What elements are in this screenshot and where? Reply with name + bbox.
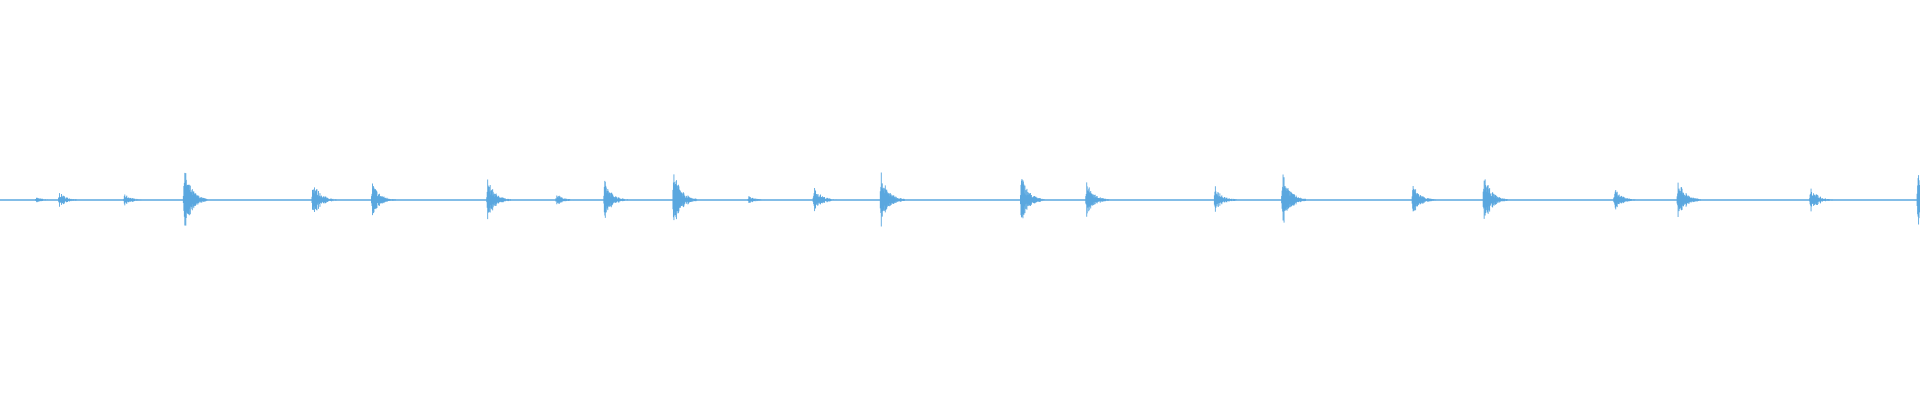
waveform-burst — [1213, 186, 1237, 212]
waveform-burst-path — [1411, 185, 1437, 212]
waveform-burst — [1411, 185, 1437, 212]
waveform-burst-path — [182, 172, 208, 226]
waveform-burst-path — [555, 195, 576, 205]
waveform-burst — [1613, 189, 1639, 210]
waveform-burst — [812, 188, 837, 212]
waveform-burst-path — [1482, 179, 1508, 219]
waveform-layer — [0, 172, 1920, 227]
waveform-burst — [747, 196, 766, 203]
waveform-burst — [58, 193, 80, 207]
waveform-burst — [1281, 174, 1307, 223]
waveform-burst — [123, 194, 143, 206]
waveform-burst-path — [812, 188, 837, 212]
waveform-burst-path — [1019, 178, 1045, 219]
waveform-burst-path — [747, 196, 766, 203]
waveform-burst-path — [1809, 188, 1835, 212]
waveform-burst — [1809, 188, 1835, 212]
waveform-burst — [182, 172, 208, 226]
waveform-burst-path — [35, 197, 50, 203]
waveform-burst-path — [58, 193, 80, 207]
waveform-burst-path — [603, 180, 629, 218]
waveform-burst — [1676, 182, 1702, 217]
waveform-burst — [1019, 178, 1045, 219]
waveform-burst-path — [672, 174, 698, 221]
waveform-burst-path — [1281, 174, 1307, 223]
waveform-burst — [311, 187, 337, 213]
waveform-burst-path — [371, 183, 396, 216]
waveform-burst — [35, 197, 50, 203]
waveform-burst — [603, 180, 629, 218]
waveform-burst — [486, 179, 512, 220]
waveform-burst — [555, 195, 576, 205]
waveform-burst-path — [1613, 189, 1639, 210]
waveform-burst-path — [879, 172, 905, 227]
waveform-burst — [879, 172, 905, 227]
waveform-burst-path — [1676, 182, 1702, 217]
waveform-burst-path — [123, 194, 143, 206]
waveform-burst — [1482, 179, 1508, 219]
waveform-burst-path — [486, 179, 512, 220]
waveform-burst — [1085, 182, 1110, 217]
waveform-burst — [672, 174, 698, 221]
waveform-burst-path — [1213, 186, 1237, 212]
waveform-burst-path — [1085, 182, 1110, 217]
waveform-burst-path — [311, 187, 337, 213]
waveform-burst — [371, 183, 396, 216]
